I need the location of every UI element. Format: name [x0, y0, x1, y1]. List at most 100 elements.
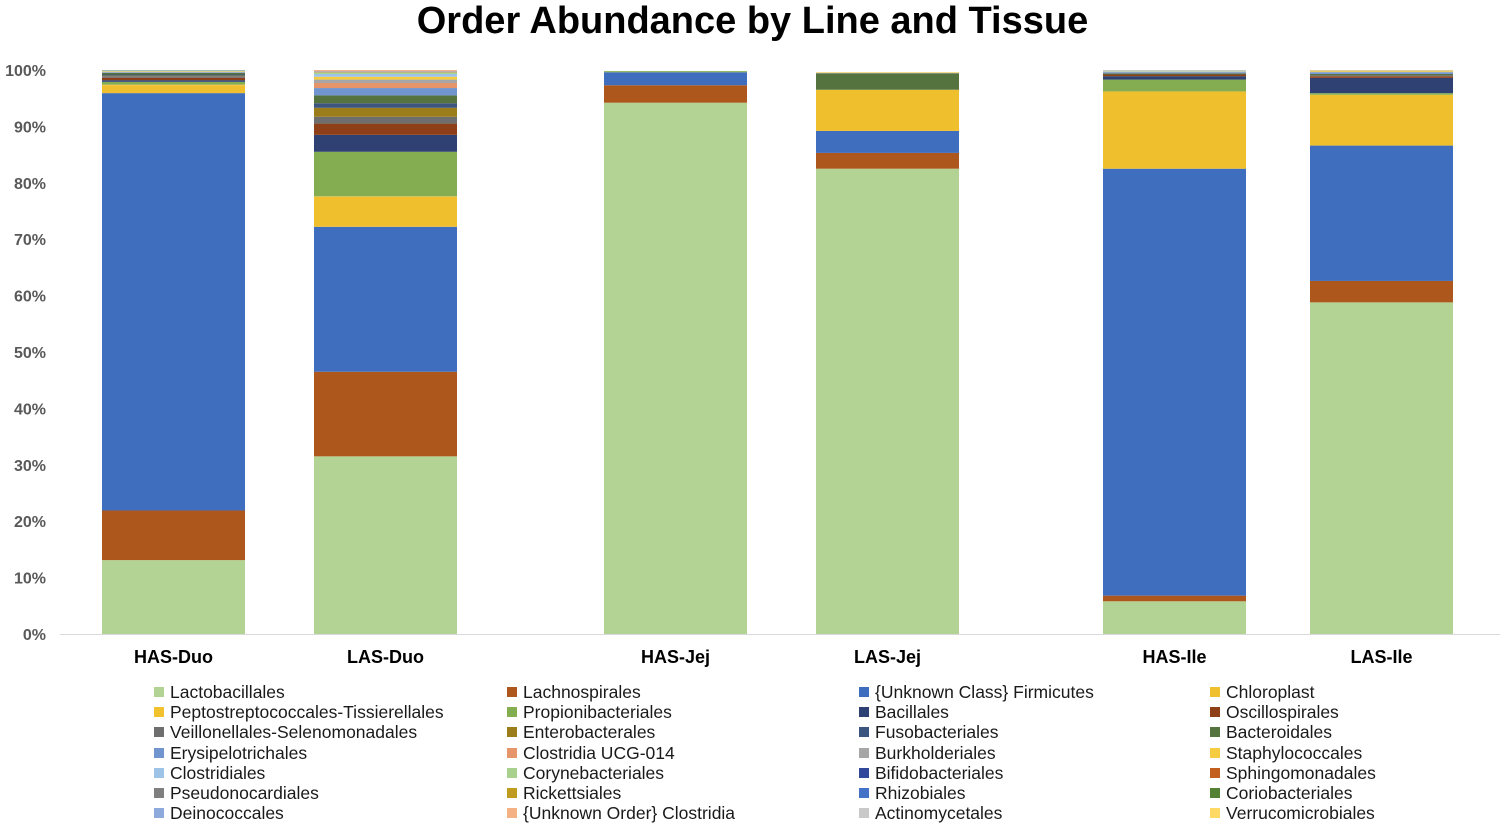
legend-swatch [154, 687, 164, 697]
bar-segment [1103, 72, 1246, 74]
bar-segment [1310, 77, 1453, 94]
legend-item: Clostridiales [154, 763, 265, 783]
bar-segment [102, 72, 245, 75]
legend-label: Verrucomicrobiales [1226, 803, 1375, 824]
legend-item: {Unknown Class} Firmicutes [859, 682, 1094, 702]
bar-segment [604, 71, 747, 73]
legend-label: Veillonellales-Selenomonadales [170, 722, 418, 743]
legend-swatch [1210, 767, 1220, 778]
bar-segment [314, 71, 457, 72]
legend-swatch [1210, 808, 1220, 819]
y-tick-label: 100% [5, 63, 46, 80]
y-tick-label: 0% [23, 627, 46, 644]
bar-segment [102, 81, 245, 85]
bar-segment [314, 88, 457, 96]
bar-segment [102, 74, 245, 76]
legend-swatch [859, 747, 869, 758]
bar-segment [314, 123, 457, 135]
bar-segment [314, 95, 457, 104]
legend-swatch [154, 767, 164, 778]
bar-segment [102, 76, 245, 78]
x-tick-label: LAS-Ile [1350, 647, 1412, 667]
bar-segment [1310, 145, 1453, 281]
legend-label: Fusobacteriales [875, 722, 999, 743]
legend-swatch [154, 788, 164, 798]
legend-label: Bacillales [875, 702, 949, 723]
legend-swatch [507, 808, 517, 819]
bar-segment [102, 72, 245, 73]
bar-segment [1103, 70, 1246, 72]
bar-segment [1103, 91, 1246, 169]
legend-label: Enterobacterales [523, 722, 656, 743]
legend-label: Staphylococcales [1226, 742, 1363, 763]
legend-label: Rhizobiales [875, 783, 966, 803]
bar-segment [102, 93, 245, 511]
legend-label: Peptostreptococcales-Tissierellales [170, 702, 444, 723]
bar-segment [1310, 94, 1453, 146]
chart-title: Order Abundance by Line and Tissue [416, 0, 1089, 42]
y-tick-label: 80% [14, 176, 46, 193]
legend-label: Clostridia UCG-014 [523, 742, 675, 763]
legend-label: Propionibacteriales [523, 702, 672, 723]
bar-segment [314, 71, 457, 73]
legend-item: Burkholderiales [859, 743, 996, 763]
legend-swatch [507, 747, 517, 758]
legend-label: Clostridiales [170, 762, 266, 783]
bar-segment [1310, 75, 1453, 77]
bar-segment [604, 72, 747, 86]
bar-segment [314, 196, 457, 197]
bar-segment [102, 80, 245, 82]
legend-item: Propionibacteriales [507, 702, 672, 722]
legend-swatch [1210, 727, 1220, 738]
legend-swatch [859, 808, 869, 819]
legend-label: Lachnospirales [523, 682, 641, 702]
x-tick-label: LAS-Jej [854, 647, 921, 667]
legend-swatch [154, 747, 164, 758]
legend-label: {Unknown Order} Clostridia [523, 803, 736, 824]
legend-label: Deinococcales [170, 803, 284, 824]
legend-item: Oscillospirales [1210, 702, 1339, 722]
legend-label: Burkholderiales [875, 742, 996, 763]
x-tick-label: HAS-Duo [134, 647, 213, 667]
legend-swatch [507, 727, 517, 738]
bar-segment [816, 89, 959, 131]
legend-label: Sphingomonadales [1226, 762, 1376, 783]
bar-segment [1103, 74, 1246, 77]
legend-label: Pseudonocardiales [170, 783, 319, 803]
bar-segment [1310, 70, 1453, 71]
bar-segment [1103, 73, 1246, 75]
legend-item: Bifidobacteriales [859, 763, 1003, 783]
bar-segment [314, 196, 457, 227]
bar-segment [102, 71, 245, 72]
bar-segment [314, 82, 457, 89]
bar-segment [604, 85, 747, 103]
bar-segment [1310, 280, 1453, 303]
legend-item: Enterobacterales [507, 722, 655, 742]
legend-item: Verrucomicrobiales [1210, 803, 1375, 823]
legend-swatch [154, 727, 164, 738]
legend-swatch [1210, 687, 1220, 697]
y-tick-label: 70% [14, 232, 46, 249]
bar-segment [816, 72, 959, 73]
bar-segment [314, 226, 457, 372]
bar-segment [1103, 595, 1246, 602]
legend-swatch [507, 767, 517, 778]
legend-label: Actinomycetales [875, 803, 1003, 824]
legend-swatch [859, 707, 869, 718]
legend-swatch [859, 687, 869, 697]
stacked-bar-chart: 0%10%20%30%40%50%60%70%80%90%100%HAS-Duo… [5, 63, 1500, 667]
y-tick-label: 30% [14, 458, 46, 475]
bar-segment [102, 71, 245, 73]
bar-segment [816, 73, 959, 90]
bar-segment [314, 70, 457, 72]
bar-segment [102, 84, 245, 86]
legend-label: Chloroplast [1226, 682, 1315, 702]
legend-item: Rickettsiales [507, 783, 621, 803]
legend-label: Coriobacteriales [1226, 783, 1353, 803]
legend-item: Coriobacteriales [1210, 783, 1352, 803]
legend-item: {Unknown Order} Clostridia [507, 803, 735, 823]
legend-label: Bacteroidales [1226, 722, 1333, 743]
legend-swatch [1210, 707, 1220, 718]
legend-item: Bacteroidales [1210, 722, 1332, 742]
bar-segment [314, 73, 457, 77]
